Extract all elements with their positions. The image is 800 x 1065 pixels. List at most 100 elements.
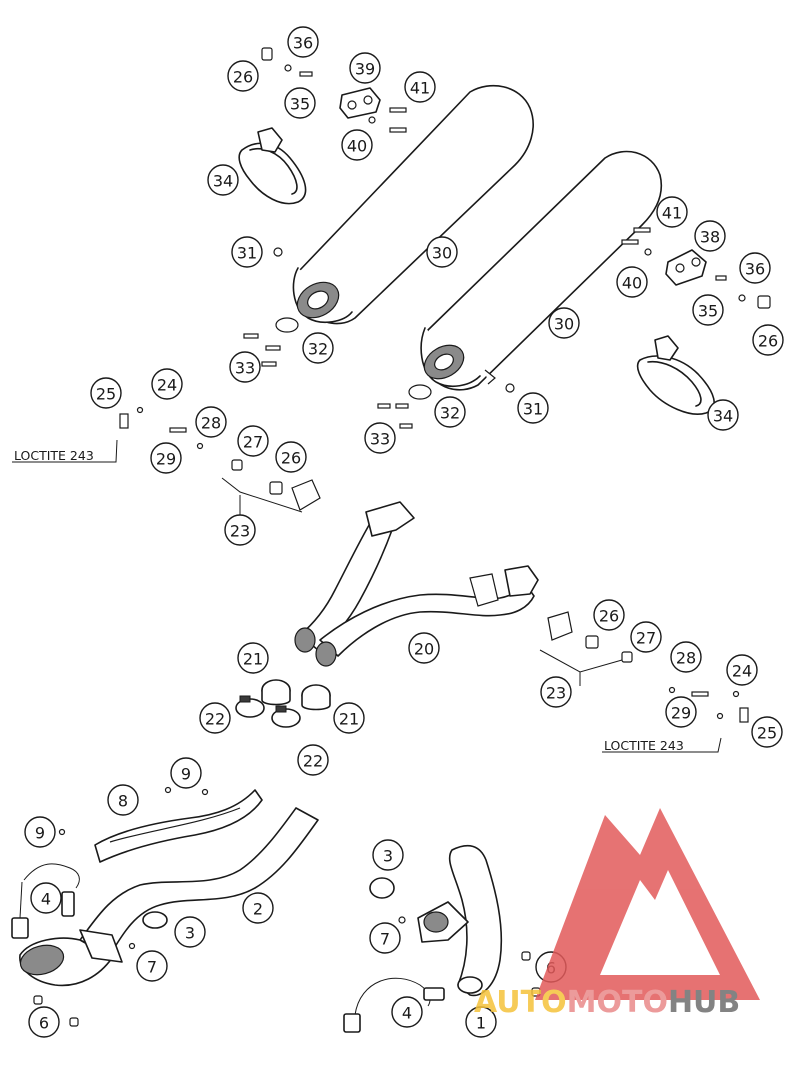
leader-lines — [12, 439, 722, 753]
callout-number: 36 — [293, 34, 313, 53]
callout-6: 6 — [28, 1006, 60, 1038]
callout-8: 8 — [107, 784, 139, 816]
callout-27: 27 — [630, 621, 662, 653]
callout-40: 40 — [616, 266, 648, 298]
callout-number: 22 — [303, 752, 323, 771]
callout-circle — [174, 916, 206, 948]
callout-number: 28 — [676, 649, 696, 668]
callout-25: 25 — [751, 716, 783, 748]
callout-26: 26 — [275, 441, 307, 473]
small-hardware — [33, 47, 771, 1027]
callout-28: 28 — [670, 641, 702, 673]
callout-number: 40 — [347, 137, 367, 156]
muffler-right — [420, 150, 662, 391]
callout-number: 29 — [671, 704, 691, 723]
callout-circle — [751, 716, 783, 748]
callout-32: 32 — [434, 396, 466, 428]
callout-number: 26 — [758, 332, 778, 351]
callout-circle — [24, 816, 56, 848]
callout-circle — [369, 922, 401, 954]
callout-circle — [707, 399, 739, 431]
callout-number: 20 — [414, 640, 434, 659]
callout-34: 34 — [207, 164, 239, 196]
callout-number: 8 — [118, 792, 128, 811]
loctite-note-left: LOCTITE 243 — [14, 448, 94, 463]
callout-circle — [275, 441, 307, 473]
callout-number: 41 — [662, 204, 682, 223]
callout-number: 33 — [235, 359, 255, 378]
callout-circle — [670, 641, 702, 673]
callout-number: 24 — [157, 376, 177, 395]
clamp-upper-left — [238, 127, 307, 205]
callout-26: 26 — [227, 60, 259, 92]
callout-circle — [341, 129, 373, 161]
callout-circle — [426, 236, 458, 268]
callout-26: 26 — [593, 599, 625, 631]
callout-circle — [237, 642, 269, 674]
callout-number: 36 — [745, 260, 765, 279]
callout-4: 4 — [391, 996, 423, 1028]
callout-number: 2 — [253, 900, 263, 919]
callout-3: 3 — [174, 916, 206, 948]
callout-number: 30 — [432, 244, 452, 263]
callout-number: 40 — [622, 274, 642, 293]
callout-circle — [404, 71, 436, 103]
callout-number: 26 — [599, 607, 619, 626]
header-pipe-2 — [19, 807, 319, 987]
callout-number: 28 — [201, 414, 221, 433]
callout-number: 21 — [243, 650, 263, 669]
callout-9: 9 — [170, 757, 202, 789]
callout-circle — [656, 196, 688, 228]
callout-number: 25 — [96, 385, 116, 404]
callout-circle — [548, 307, 580, 339]
callout-23: 23 — [224, 514, 256, 546]
callout-number: 38 — [700, 228, 720, 247]
callout-38: 38 — [694, 220, 726, 252]
callout-22: 22 — [199, 702, 231, 734]
gaskets — [142, 877, 395, 929]
callout-25: 25 — [90, 377, 122, 409]
callout-35: 35 — [284, 87, 316, 119]
callout-number: 27 — [243, 433, 263, 452]
callout-number: 32 — [308, 340, 328, 359]
callout-circle — [170, 757, 202, 789]
callout-circle — [391, 996, 423, 1028]
callout-33: 33 — [229, 351, 261, 383]
callout-23: 23 — [540, 676, 572, 708]
callout-number: 32 — [440, 404, 460, 423]
watermark-wordmark: AUTOMOTOHUB — [474, 985, 740, 1020]
watermark-logo: AUTOMOTOHUB — [474, 808, 760, 1020]
watermark-word-hub: HUB — [668, 985, 740, 1020]
callout-21: 21 — [237, 642, 269, 674]
callout-41: 41 — [404, 71, 436, 103]
callout-35: 35 — [692, 294, 724, 326]
callout-27: 27 — [237, 425, 269, 457]
callout-circle — [665, 696, 697, 728]
callout-circle — [136, 950, 168, 982]
callout-number: 22 — [205, 710, 225, 729]
callout-circle — [224, 514, 256, 546]
callout-30: 30 — [548, 307, 580, 339]
callout-2: 2 — [242, 892, 274, 924]
callout-number: 3 — [185, 924, 195, 943]
callout-number: 21 — [339, 710, 359, 729]
clamp-lower-right — [636, 335, 715, 415]
loctite-note-right: LOCTITE 243 — [604, 738, 684, 753]
callout-4: 4 — [30, 882, 62, 914]
callout-39: 39 — [349, 52, 381, 84]
callout-circle — [195, 406, 227, 438]
callout-number: 41 — [410, 79, 430, 98]
callout-1: 1 — [465, 1006, 497, 1038]
callout-circle — [150, 442, 182, 474]
callout-circle — [465, 1006, 497, 1038]
callout-26: 26 — [752, 324, 784, 356]
watermark-triangle-mark — [535, 808, 760, 1000]
callout-number: 3 — [383, 847, 393, 866]
callout-circle — [28, 1006, 60, 1038]
watermark-word-moto: MOTO — [567, 985, 668, 1020]
callout-circle — [408, 632, 440, 664]
callout-circle — [242, 892, 274, 924]
callout-24: 24 — [726, 654, 758, 686]
callout-32: 32 — [302, 332, 334, 364]
